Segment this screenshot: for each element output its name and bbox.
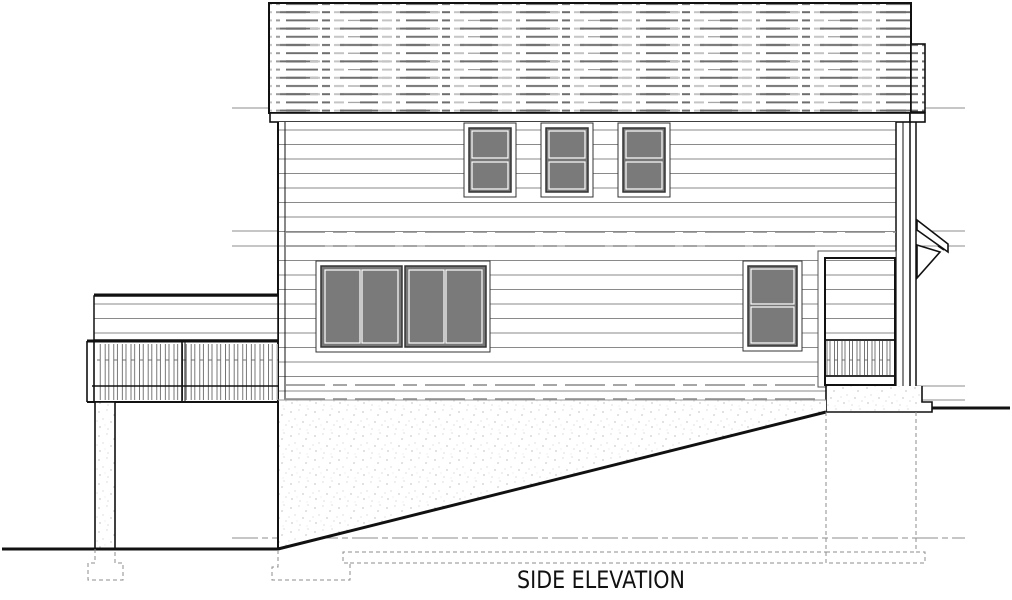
upper-window-3	[617, 122, 671, 198]
porch-entry	[817, 250, 1010, 413]
lower-right-window	[742, 260, 803, 352]
roof	[268, 2, 926, 123]
drawing-title: SIDE ELEVATION	[517, 566, 685, 594]
upper-window-1	[463, 122, 517, 198]
foundation	[2, 399, 827, 551]
upper-windows	[463, 122, 671, 198]
footings	[87, 412, 926, 581]
deck	[86, 293, 279, 550]
canopy-bracket	[916, 218, 949, 281]
lower-slider-windows	[315, 260, 491, 353]
upper-window-2	[540, 122, 594, 198]
